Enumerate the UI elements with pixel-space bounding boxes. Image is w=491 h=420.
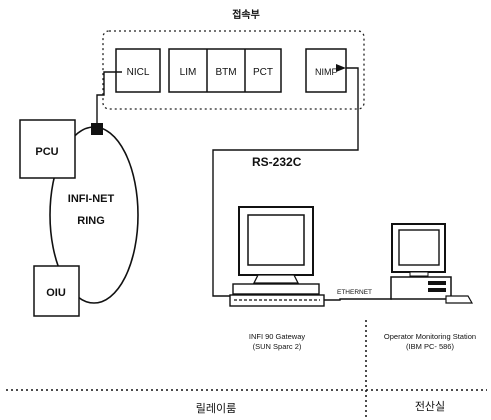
pcu-box bbox=[19, 119, 76, 179]
ring-label-line2: RING bbox=[77, 215, 105, 227]
ethernet-label: ETHERNET bbox=[337, 289, 372, 296]
gateway-screen bbox=[247, 214, 305, 266]
ethernet-cable bbox=[324, 298, 392, 301]
station-stand bbox=[409, 271, 429, 277]
nimf-port-marker bbox=[336, 64, 346, 72]
station-label-line1: Operator Monitoring Station bbox=[384, 332, 476, 341]
station-drive-bay bbox=[428, 288, 446, 292]
gateway-stand bbox=[252, 274, 300, 284]
module-nicl-label: NICL bbox=[127, 67, 150, 78]
relay-room-label: 릴레이룸 bbox=[196, 402, 236, 415]
module-nimf-label: NIMF bbox=[315, 67, 337, 77]
module-btm-label: BTM bbox=[215, 67, 236, 78]
operator-station bbox=[390, 223, 474, 304]
rs232c-label: RS-232C bbox=[252, 155, 302, 169]
station-drive-bay bbox=[428, 281, 446, 285]
gateway-base bbox=[232, 283, 320, 295]
module-group-box bbox=[168, 48, 282, 93]
station-keyboard bbox=[445, 295, 474, 304]
ring-junction-node bbox=[91, 123, 103, 135]
oiu-box bbox=[33, 265, 80, 317]
module-nimf: NIMF bbox=[305, 48, 347, 93]
station-label-line2: (IBM PC- 586) bbox=[406, 342, 454, 351]
module-lim-btm-pct: LIM BTM PCT bbox=[168, 48, 282, 93]
gateway-label-line2: (SUN Sparc 2) bbox=[253, 342, 302, 351]
gateway-label-line1: INFI 90 Gateway bbox=[249, 332, 306, 341]
station-screen bbox=[398, 229, 440, 266]
module-nicl: NICL bbox=[115, 48, 161, 93]
gateway-workstation bbox=[229, 206, 325, 307]
nicl-ring-cable bbox=[96, 71, 122, 126]
junction-header-label: 접속부 bbox=[232, 9, 260, 21]
junction-enclosure bbox=[102, 30, 365, 110]
computer-room-label: 전산실 bbox=[415, 400, 445, 413]
pcu-label: PCU bbox=[35, 146, 58, 158]
module-nicl-box bbox=[115, 48, 161, 93]
rs232c-cable bbox=[212, 67, 359, 297]
ring-label-line1: INFI-NET bbox=[68, 193, 115, 205]
oiu-label: OIU bbox=[46, 287, 66, 299]
module-lim-label: LIM bbox=[180, 67, 197, 78]
infi-net-ring bbox=[49, 126, 139, 304]
module-pct-label: PCT bbox=[253, 67, 273, 78]
